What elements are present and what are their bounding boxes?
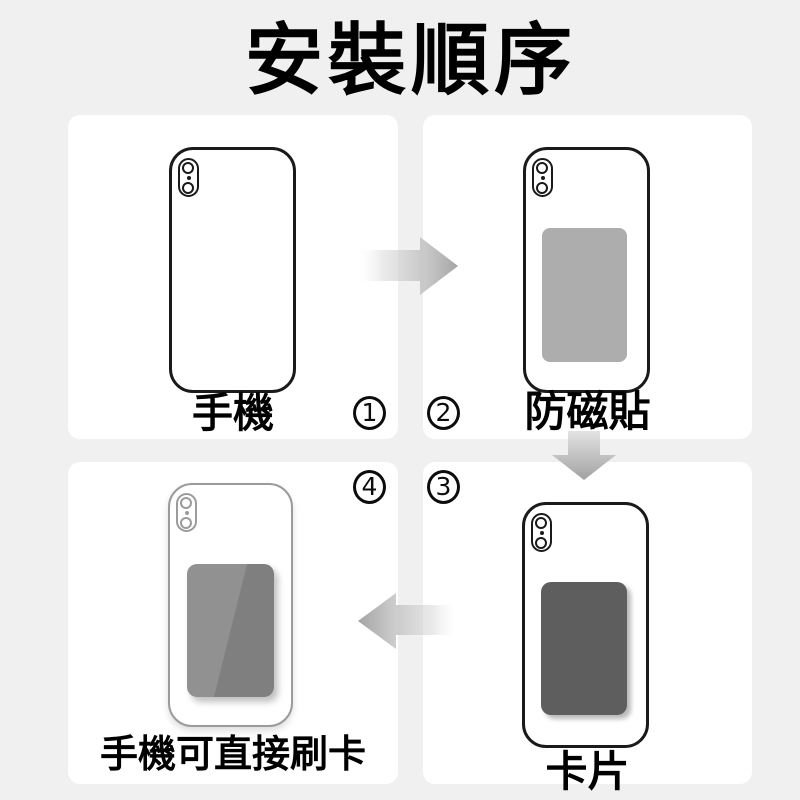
camera-lens-icon	[180, 517, 192, 529]
step-number-badge: 4	[353, 470, 386, 504]
step-panel-swipe: 4 手機可直接刷卡	[68, 462, 398, 784]
arrow-left-icon	[358, 593, 460, 649]
step-label: 手機	[192, 389, 274, 437]
camera-flash-dot-icon	[185, 511, 189, 515]
camera-flash-dot-icon	[541, 176, 545, 180]
page-title: 安裝順序	[244, 16, 577, 106]
camera-module-icon	[532, 158, 553, 197]
camera-lens-icon	[535, 537, 547, 549]
camera-lens-icon	[536, 162, 548, 174]
camera-lens-icon	[180, 497, 192, 509]
camera-module-icon	[178, 158, 199, 197]
step-number: 2	[435, 398, 452, 427]
camera-flash-dot-icon	[540, 531, 544, 535]
camera-lens-icon	[182, 162, 194, 174]
step-panel-magnet-sticker: 2 防磁貼	[423, 115, 752, 439]
camera-lens-icon	[182, 182, 194, 194]
step-number: 4	[361, 472, 378, 501]
phone-illustration	[523, 147, 650, 393]
camera-flash-dot-icon	[187, 176, 191, 180]
rfid-card	[541, 582, 627, 715]
arrow-down-icon	[552, 431, 616, 480]
step-label: 卡片	[545, 747, 630, 796]
arrow-right-icon	[356, 237, 458, 295]
magnet-sticker	[542, 228, 627, 362]
step-number-badge: 2	[427, 396, 460, 430]
phone-illustration	[169, 147, 296, 393]
step-label: 手機可直接刷卡	[99, 732, 366, 776]
rfid-card-reflective	[187, 564, 274, 697]
phone-illustration	[522, 502, 649, 748]
camera-module-icon	[176, 493, 197, 532]
step-number: 3	[435, 472, 452, 501]
step-panel-phone: 1 手機	[68, 115, 398, 439]
step-number: 1	[361, 398, 378, 427]
step-label: 防磁貼	[524, 387, 651, 436]
phone-illustration	[168, 483, 293, 727]
camera-lens-icon	[536, 182, 548, 194]
step-number-badge: 1	[353, 396, 386, 430]
camera-module-icon	[531, 513, 552, 552]
step-panel-card: 3 卡片	[423, 462, 752, 793]
step-number-badge: 3	[427, 470, 460, 504]
camera-lens-icon	[535, 517, 547, 529]
